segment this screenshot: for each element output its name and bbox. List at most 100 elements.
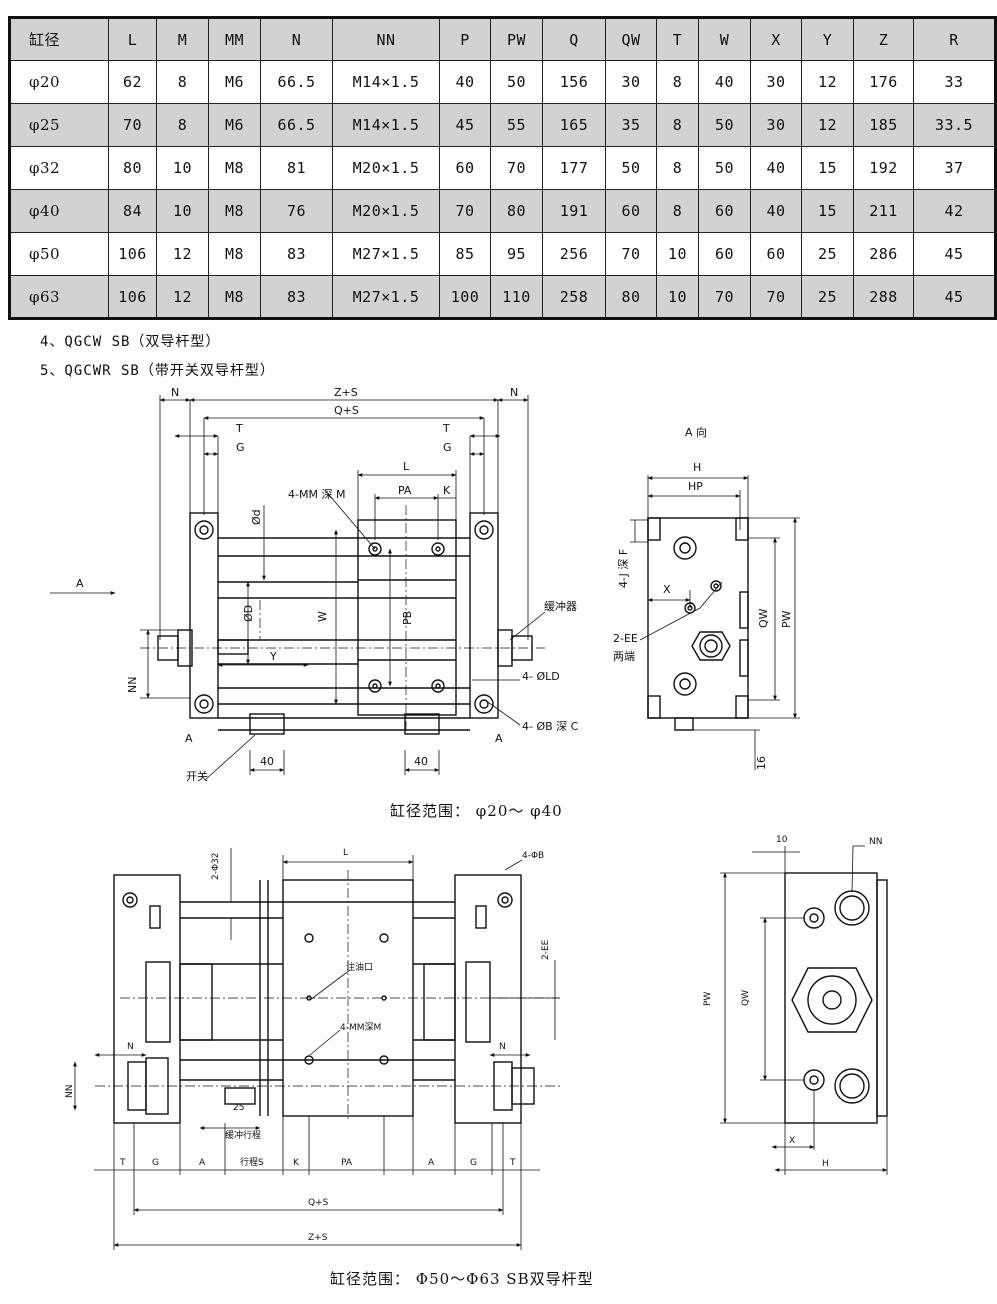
table-cell: 8 xyxy=(656,146,699,190)
header-cell: P xyxy=(439,17,491,61)
dim2-pa: PA xyxy=(341,1158,353,1168)
dim-qs: Q+S xyxy=(334,404,359,417)
dim-k: K xyxy=(443,484,451,497)
dim-nn: NN xyxy=(126,677,139,693)
table-cell: 100 xyxy=(439,275,491,319)
dim2-buffer-stroke: 缓冲行程 xyxy=(225,1129,261,1141)
table-cell: 81 xyxy=(260,146,333,190)
header-cell: NN xyxy=(332,17,440,61)
center-carriage xyxy=(357,519,457,716)
heading-qgcw-sb: 4、QGCW SB（双导杆型） xyxy=(40,334,221,350)
table-cell: 66.5 xyxy=(260,103,333,147)
table-cell: 176 xyxy=(853,60,914,104)
view-arrow-a: A xyxy=(76,577,84,590)
header-cell: Q xyxy=(542,17,606,61)
drawing2-side-labels: 10 NN PW QW X H xyxy=(703,835,882,1169)
dim-forty-right: 40 xyxy=(414,755,428,768)
table-cell: 30 xyxy=(750,60,802,104)
label-switch: 开关 xyxy=(186,769,208,783)
dim-qw: QW xyxy=(757,608,770,628)
switch-right xyxy=(404,713,440,735)
dim-phi-d: Ød xyxy=(250,509,263,525)
dim2-phi32: 2-Φ32 xyxy=(211,852,221,880)
table-cell: 84 xyxy=(108,189,157,233)
technical-drawings: N Z+S N Q+S T G T G L PA K 4-MM 深 M Ød Ø… xyxy=(50,386,888,1250)
drawing1-side-view xyxy=(647,517,749,731)
table-cell: 60 xyxy=(750,232,802,276)
table-cell: M27×1.5 xyxy=(332,232,440,276)
dim2-qw: QW xyxy=(741,990,751,1006)
dim-j-depth: 4-J 深 F xyxy=(617,549,630,588)
dim2-g2: G xyxy=(470,1158,477,1168)
dim2-side-nn: NN xyxy=(869,837,882,847)
dim-t-left: T xyxy=(235,422,243,435)
table-cell: 15 xyxy=(801,189,854,233)
table-cell: 45 xyxy=(913,275,996,319)
dim-pa: PA xyxy=(398,484,412,497)
dim2-pw: PW xyxy=(703,992,713,1006)
table-cell: 10 xyxy=(156,146,209,190)
dim-sixteen: 16 xyxy=(755,756,768,770)
table-cell: 10 xyxy=(656,275,699,319)
table-cell: 33 xyxy=(913,60,996,104)
table-cell: 62 xyxy=(108,60,157,104)
table-cell: 185 xyxy=(853,103,914,147)
table-cell: 8 xyxy=(656,103,699,147)
table-cell: 106 xyxy=(108,275,157,319)
dim2-x: X xyxy=(789,1136,795,1146)
header-cell: W xyxy=(698,17,751,61)
table-cell: 80 xyxy=(490,189,543,233)
table-cell: φ25 xyxy=(9,103,109,147)
header-cell: T xyxy=(656,17,699,61)
switch-left xyxy=(249,713,285,735)
table-cell: M20×1.5 xyxy=(332,189,440,233)
table-cell: 60 xyxy=(439,146,491,190)
dim-pw: PW xyxy=(780,610,793,628)
table-cell: M8 xyxy=(208,275,261,319)
dim-n-left: N xyxy=(171,386,179,399)
drawing1-labels: N Z+S N Q+S T G T G L PA K 4-MM 深 M Ød Ø… xyxy=(76,386,579,783)
dim2-qs: Q+S xyxy=(308,1198,329,1208)
table-cell: 50 xyxy=(698,103,751,147)
table-cell: 25 xyxy=(801,232,854,276)
table-cell: 165 xyxy=(542,103,606,147)
table-cell: 70 xyxy=(439,189,491,233)
dim2-g1: G xyxy=(152,1158,159,1168)
table-cell: 12 xyxy=(156,232,209,276)
dim2-ten: 10 xyxy=(776,835,788,845)
table-cell: 60 xyxy=(698,232,751,276)
table-cell: 55 xyxy=(490,103,543,147)
table-cell: 70 xyxy=(490,146,543,190)
dim2-nn: NN xyxy=(65,1085,75,1098)
table-cell: 40 xyxy=(439,60,491,104)
dim-forty-left: 40 xyxy=(260,755,274,768)
dim2-n-right: N xyxy=(499,1042,506,1052)
label-both-ends: 两端 xyxy=(613,650,635,663)
caption-range-50-63: 缸径范围： Φ50～Φ63 SB双导杆型 xyxy=(330,1270,594,1288)
dim-g-left: G xyxy=(236,441,245,454)
dim-x: X xyxy=(663,583,671,596)
right-end-plate xyxy=(469,512,499,719)
table-cell: 191 xyxy=(542,189,606,233)
dim2-b4: 4-ΦB xyxy=(522,851,544,861)
table-cell: M20×1.5 xyxy=(332,146,440,190)
table-cell: φ32 xyxy=(9,146,109,190)
table-cell: 45 xyxy=(439,103,491,147)
table-cell: 70 xyxy=(750,275,802,319)
table-cell: 60 xyxy=(605,189,657,233)
table-cell: 110 xyxy=(490,275,543,319)
table-cell: 10 xyxy=(156,189,209,233)
dim-h: H xyxy=(693,461,701,474)
header-cell: Y xyxy=(801,17,854,61)
dim2-t2: T xyxy=(509,1158,516,1168)
dim2-zs: Z+S xyxy=(308,1233,328,1243)
dim2-a2: A xyxy=(428,1158,435,1168)
table-cell: 80 xyxy=(108,146,157,190)
left-end-plate xyxy=(189,512,219,719)
dim-hp: HP xyxy=(688,480,703,493)
dim-phi-D: ØD xyxy=(242,605,255,622)
